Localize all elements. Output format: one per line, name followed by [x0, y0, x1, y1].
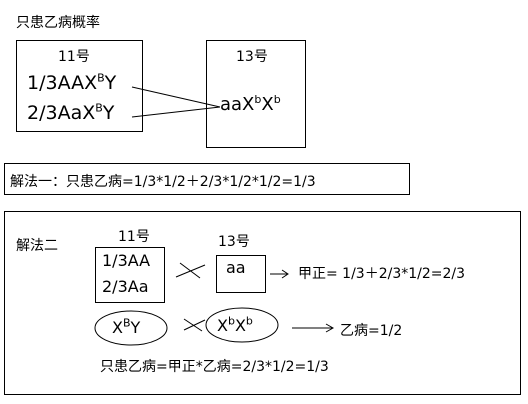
cross-line-1 — [131, 86, 221, 108]
result-yi: 乙病=1/2 — [340, 323, 403, 339]
cross-line-2 — [131, 106, 221, 118]
box-individual-11 — [16, 40, 143, 132]
cross-x-bottom-a — [183, 318, 203, 332]
genotype-13: aaXbXb — [220, 93, 281, 115]
label-11: 11号 — [58, 49, 90, 65]
arrow-jia-head — [281, 269, 289, 279]
method2-box — [4, 211, 521, 395]
cross-x-top-a — [179, 262, 201, 279]
oval-xby-text: XBY — [112, 316, 141, 337]
page-title: 只患乙病概率 — [16, 15, 100, 31]
method2-label-11: 11号 — [118, 229, 150, 245]
arrow-yi-head — [325, 323, 335, 333]
result-jia: 甲正= 1/3＋2/3*1/2=2/3 — [298, 266, 466, 282]
method2-box-11 — [95, 247, 165, 303]
method2-geno-11-line1: 1/3AA — [102, 251, 151, 270]
method2-box-13 — [216, 255, 266, 293]
label-13: 13号 — [236, 49, 268, 65]
method2-geno-11-line2: 2/3Aa — [102, 277, 149, 296]
genotype-11-line1: 1/3AAXBY — [27, 71, 117, 94]
method1-box — [4, 163, 410, 195]
cross-x-top-b — [175, 264, 206, 278]
final-result: 只患乙病=甲正*乙病=2/3*1/2=1/3 — [100, 359, 329, 375]
method2-geno-13: aa — [226, 258, 246, 277]
method2-label: 解法二 — [16, 238, 58, 254]
genotype-11-line2: 2/3AaXBY — [27, 101, 115, 124]
box-individual-13 — [206, 40, 306, 148]
oval-xbxb — [205, 307, 279, 343]
oval-xby — [94, 310, 168, 346]
cross-x-bottom-b — [183, 319, 206, 331]
method1-text: 解法一：只患乙病=1/3*1/2＋2/3*1/2*1/2=1/3 — [10, 174, 316, 190]
oval-xbxb-text: XbXb — [217, 314, 253, 335]
method2-label-13: 13号 — [218, 234, 250, 250]
